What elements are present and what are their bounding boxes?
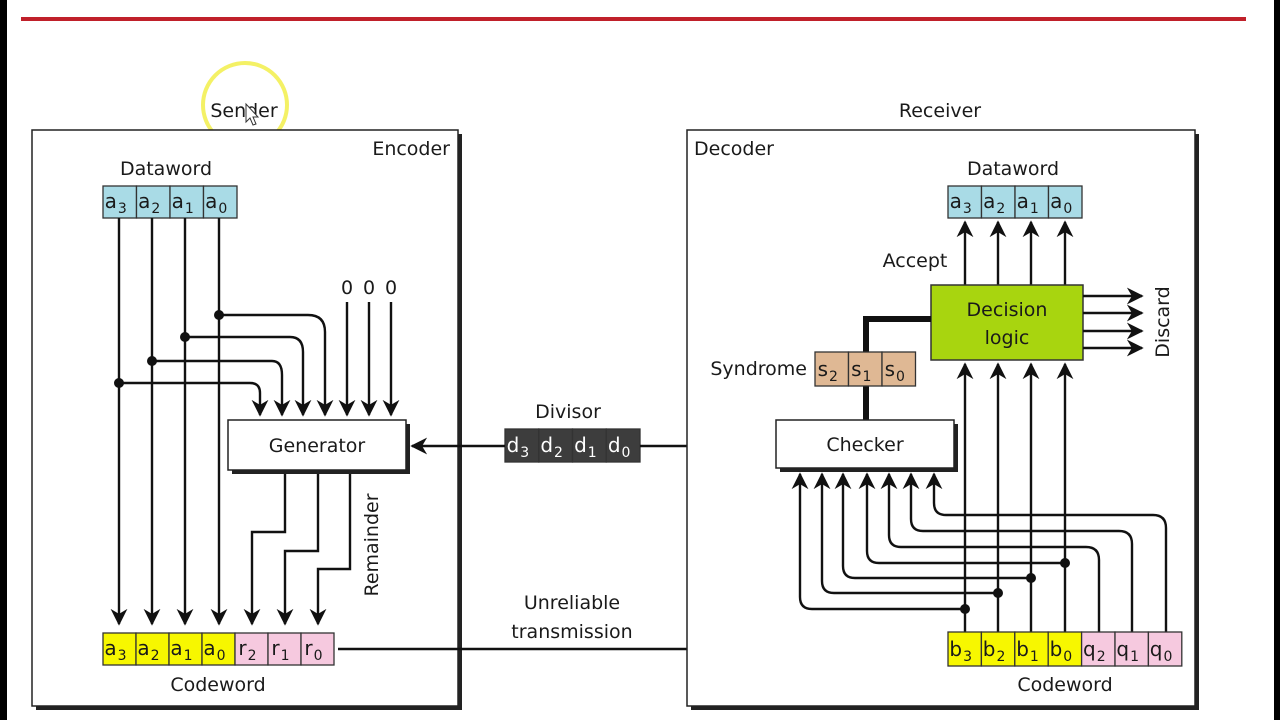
sender-codeword-cell-r0 xyxy=(300,632,335,666)
receiver-dataword-cell-a3 xyxy=(947,185,983,219)
branch-b2-checker xyxy=(813,472,998,595)
transmission-label-line1: Unreliable xyxy=(524,592,620,614)
branch-q1-checker xyxy=(902,472,1134,632)
transmission-label-line2: transmission xyxy=(511,621,632,643)
branch-b3-checker xyxy=(791,472,965,611)
receiver-codeword-cell-q1 xyxy=(1114,631,1150,667)
junction-dot xyxy=(114,378,124,388)
decision-logic-label-line2: logic xyxy=(985,327,1030,349)
sender-dataword-label: Dataword xyxy=(120,158,212,180)
encoder-box xyxy=(31,129,459,707)
syndrome-label: Syndrome xyxy=(710,358,807,380)
branch-q2-checker xyxy=(880,472,1101,632)
branch-b0-checker xyxy=(858,472,1065,565)
sender-dataword-cell-a0 xyxy=(202,185,238,219)
branch-q0-checker xyxy=(925,472,1168,632)
divisor-cell-d1 xyxy=(571,428,607,463)
sender-dataword-cell-a1 xyxy=(169,185,205,219)
junction-dot xyxy=(180,332,190,342)
zero-input: 0 xyxy=(385,277,397,299)
sender-codeword-cell-r2 xyxy=(234,632,269,666)
wire-r0 xyxy=(309,474,352,626)
checker-box xyxy=(775,419,955,469)
receiver-codeword-cell-q2 xyxy=(1080,631,1116,667)
receiver-title: Receiver xyxy=(899,100,981,122)
receiver-dataword-cell-a2 xyxy=(980,185,1016,219)
receiver-codeword-cell-b2 xyxy=(980,631,1016,667)
branch-a1-generator xyxy=(185,335,312,417)
receiver-codeword-label: Codeword xyxy=(1017,674,1112,696)
junction-dot xyxy=(214,310,224,320)
junction-dot xyxy=(1060,558,1070,568)
junction-dot xyxy=(960,604,970,614)
wire-r1 xyxy=(276,474,320,626)
junction-dot xyxy=(993,588,1003,598)
generator-box xyxy=(227,419,407,471)
sender-codeword-label: Codeword xyxy=(170,674,265,696)
decision-logic-box xyxy=(930,284,1084,361)
decision-logic-label-line1: Decision xyxy=(967,299,1048,321)
receiver-codeword-cell-b3 xyxy=(947,631,983,667)
video-frame-left-edge xyxy=(0,0,7,720)
syndrome-cell-s0 xyxy=(881,351,917,387)
decoder-label: Decoder xyxy=(694,138,774,160)
sender-codeword-cell-a3 xyxy=(102,632,137,666)
receiver-codeword-cell-q0 xyxy=(1147,631,1183,667)
checker-label: Checker xyxy=(826,434,903,456)
syndrome-cell-s2 xyxy=(814,351,850,387)
video-frame-right-edge xyxy=(1274,0,1280,720)
receiver-dataword-label: Dataword xyxy=(967,158,1059,180)
discard-label: Discard xyxy=(1152,286,1174,357)
junction-dot xyxy=(147,356,157,366)
branch-b1-checker xyxy=(834,472,1031,580)
generator-label: Generator xyxy=(269,435,366,457)
sender-title: Sender xyxy=(210,100,278,122)
branch-a0-generator xyxy=(219,313,334,417)
accept-label: Accept xyxy=(883,250,948,272)
mouse-cursor-icon xyxy=(245,102,260,126)
syndrome-cell-s1 xyxy=(847,351,883,387)
sender-codeword-cell-r1 xyxy=(267,632,302,666)
decoder-box xyxy=(686,129,1196,707)
zero-input: 0 xyxy=(341,277,353,299)
junction-dot xyxy=(1026,573,1036,583)
divisor-cell-d3 xyxy=(504,428,540,463)
remainder-label: Remainder xyxy=(361,493,383,596)
branch-a3-generator xyxy=(119,381,269,417)
sender-codeword-cell-a1 xyxy=(168,632,203,666)
receiver-dataword-cell-a0 xyxy=(1047,185,1083,219)
zero-input: 0 xyxy=(363,277,375,299)
divisor-label: Divisor xyxy=(535,401,601,423)
encoder-label: Encoder xyxy=(372,138,450,160)
wire-r2 xyxy=(243,474,287,626)
branch-a2-generator xyxy=(152,359,291,417)
